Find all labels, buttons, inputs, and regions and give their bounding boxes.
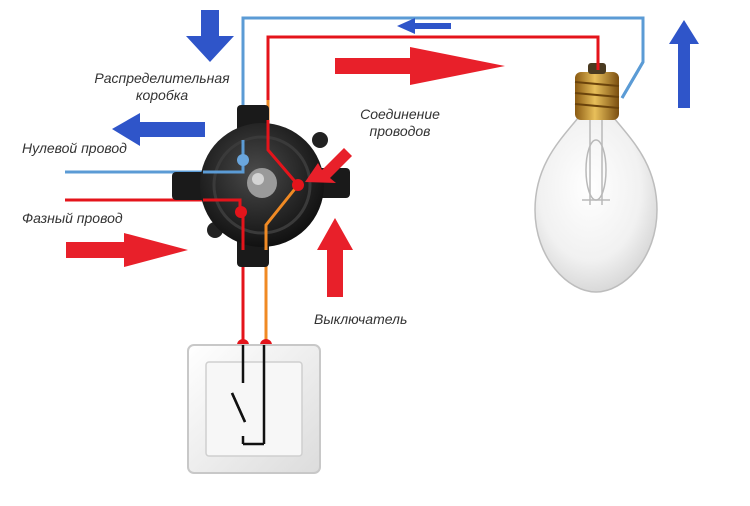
phase-connection-dot xyxy=(235,206,247,218)
blue-arrow-left-top xyxy=(397,18,451,34)
wire-connection-label-line2: проводов xyxy=(369,123,431,139)
junction-box-label-line1: Распределительная xyxy=(94,70,230,86)
red-arrow-right-top xyxy=(335,47,505,85)
blue-arrow-up xyxy=(669,20,699,108)
wire-connection-label-line1: Соединение xyxy=(360,106,440,122)
lamp-connection-dot xyxy=(292,179,304,191)
phase-wire-label: Фазный провод xyxy=(22,210,123,226)
blue-arrow-down xyxy=(186,10,234,62)
junction-box xyxy=(172,105,350,267)
junction-box-label-line2: коробка xyxy=(135,87,189,103)
red-arrow-diagonal xyxy=(305,148,352,183)
switch-label: Выключатель xyxy=(314,311,408,327)
wire-connection-label: Соединение проводов xyxy=(342,106,458,140)
neutral-connection-dot xyxy=(237,154,249,166)
blue-arrow-left-neutral xyxy=(112,113,205,146)
neutral-wire-label: Нулевой провод xyxy=(22,140,127,156)
red-arrow-right-phase xyxy=(66,233,188,267)
light-switch xyxy=(187,344,321,474)
red-arrow-up-switch xyxy=(317,218,353,297)
junction-box-label: Распределительная коробка xyxy=(84,70,240,104)
light-bulb xyxy=(534,63,658,293)
